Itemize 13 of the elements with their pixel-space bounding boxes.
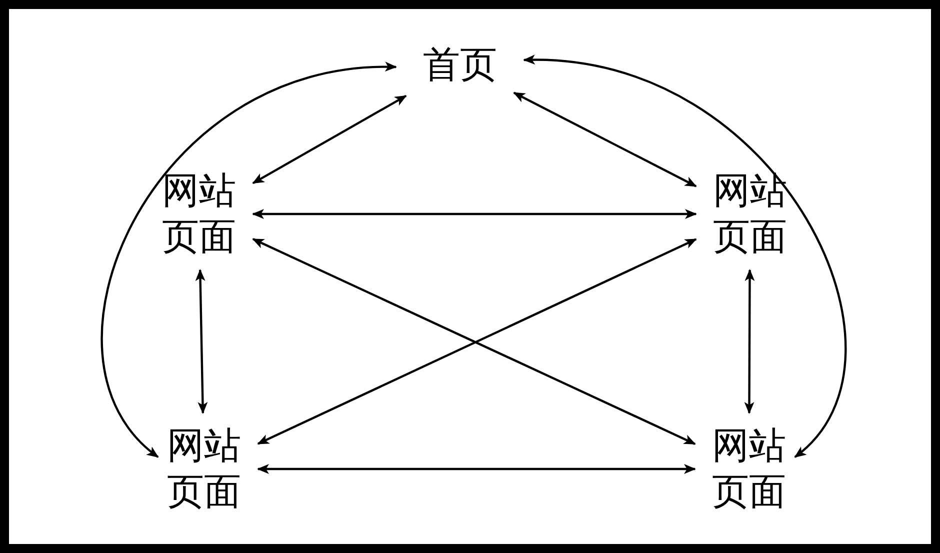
double-arrow — [744, 269, 755, 414]
double-arrow — [523, 56, 847, 458]
page-label: 网站页面 — [164, 423, 244, 515]
page-label: 网站页面 — [159, 168, 239, 260]
page-label: 网站页面 — [709, 423, 789, 515]
page-label: 网站页面 — [710, 168, 790, 260]
double-arrow — [195, 269, 208, 414]
double-arrow — [252, 94, 407, 184]
double-arrow — [513, 92, 697, 188]
double-arrow — [252, 209, 697, 219]
page-label: 首页 — [420, 42, 500, 88]
double-arrow — [257, 464, 696, 474]
double-arrow — [101, 62, 397, 458]
